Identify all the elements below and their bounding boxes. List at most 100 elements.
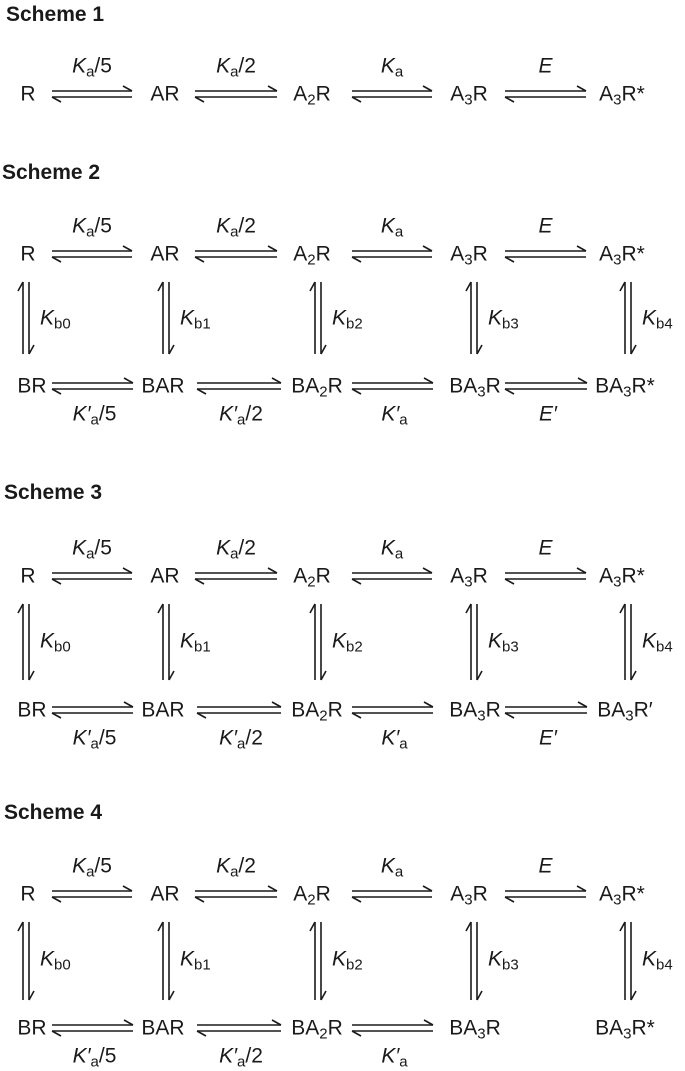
rate-constant-label: K′a/5	[73, 728, 117, 752]
binding-constant-label: Kb0	[40, 949, 71, 973]
equilibrium-arrow-horizontal	[351, 1019, 434, 1037]
reverse-arrow-head	[51, 256, 62, 263]
up-arrow-head	[309, 921, 316, 932]
reverse-arrow-head	[194, 896, 205, 903]
forward-arrow-head	[577, 377, 588, 384]
equilibrium-arrow-vertical	[157, 603, 175, 681]
reverse-arrow-head	[194, 256, 205, 263]
binding-constant-label: Kb1	[180, 947, 211, 973]
rate-constant-subscript: a	[230, 63, 239, 81]
rate-constant-symbol: K	[332, 947, 347, 971]
down-arrow-head	[28, 990, 35, 1001]
up-arrow-head	[157, 921, 164, 932]
species-label: A3R*	[599, 242, 645, 269]
up-arrow-head	[309, 281, 316, 292]
rate-constant-label: Ka/2	[216, 214, 256, 240]
up-arrow-head	[17, 281, 24, 292]
rate-constant-subscript: a	[399, 735, 408, 753]
rate-constant-divisor: /5	[94, 214, 112, 238]
rate-constant-label: E	[538, 56, 552, 77]
equilibrium-arrow-horizontal	[51, 885, 133, 903]
rate-constant-label: K′a	[381, 404, 407, 428]
forward-arrow-head	[267, 567, 278, 574]
down-arrow-head	[320, 670, 327, 681]
forward-arrow-head	[267, 885, 278, 892]
rate-constant-symbol: K	[180, 947, 195, 971]
forward-arrow-head	[576, 567, 587, 574]
rate-constant-subscript: b4	[656, 956, 673, 974]
down-arrow-head	[630, 344, 637, 355]
binding-constant-label: Kb4	[642, 308, 673, 332]
up-arrow-head	[157, 603, 164, 614]
equilibrium-arrow-vertical	[17, 921, 35, 1001]
species-label: A2R	[293, 82, 331, 109]
rate-constant-symbol: K	[72, 536, 87, 560]
rate-constant-label: Ka	[381, 56, 403, 80]
forward-arrow-head	[422, 885, 433, 892]
equilibrium-arrow-horizontal	[51, 377, 134, 395]
species-label: R	[20, 564, 36, 588]
equilibrium-arrow-horizontal	[196, 1019, 282, 1037]
reverse-arrow-head	[351, 1030, 362, 1037]
up-arrow-head	[619, 281, 626, 292]
equilibrium-arrow-horizontal	[504, 701, 588, 719]
rate-constant-subscript: b0	[54, 956, 71, 974]
up-arrow-head	[465, 603, 472, 614]
rate-constant-label: E	[538, 538, 552, 559]
rate-constant-symbol: K	[72, 854, 87, 878]
rate-constant-symbol: K′	[219, 726, 238, 750]
species-label: R	[20, 82, 36, 106]
rate-constant-symbol: K	[332, 306, 347, 330]
rate-constant-label: Ka/5	[72, 854, 112, 880]
equilibrium-arrow-horizontal	[504, 377, 588, 395]
down-arrow-head	[168, 344, 175, 355]
species-label: BA3R	[449, 1016, 501, 1043]
equilibrium-arrow-horizontal	[194, 85, 278, 103]
equilibrium-arrow-vertical	[17, 281, 35, 355]
equilibrium-arrow-vertical	[157, 921, 175, 1001]
equilibrium-arrow-horizontal	[351, 701, 434, 719]
down-arrow-head	[476, 344, 483, 355]
rate-constant-symbol: E	[538, 854, 553, 878]
forward-arrow-head	[123, 1019, 134, 1026]
down-arrow-head	[476, 670, 483, 681]
rate-constant-subscript: b3	[502, 638, 519, 656]
rate-constant-subscript: b1	[194, 956, 211, 974]
binding-constant-label: Kb4	[642, 949, 673, 973]
rate-constant-symbol: K	[180, 306, 195, 330]
rate-constant-label: K′a	[381, 728, 407, 752]
equilibrium-arrow-horizontal	[194, 885, 278, 903]
rate-constant-symbol: K	[40, 629, 55, 653]
species-label: BAR	[141, 698, 185, 722]
rate-constant-symbol: K′	[219, 1044, 238, 1068]
rate-constant-symbol: K	[72, 214, 87, 238]
rate-constant-subscript: b2	[346, 638, 363, 656]
forward-arrow-head	[122, 567, 133, 574]
species-label: AR	[150, 882, 180, 906]
rate-constant-subscript: a	[237, 735, 246, 753]
reverse-arrow-head	[51, 712, 62, 719]
forward-arrow-head	[423, 377, 434, 384]
species-label: BR	[17, 698, 47, 722]
forward-arrow-head	[423, 701, 434, 708]
rate-constant-divisor: /2	[238, 214, 256, 238]
rate-constant-label: Ka/2	[216, 56, 256, 80]
reverse-arrow-head	[51, 896, 62, 903]
down-arrow-head	[630, 990, 637, 1001]
binding-constant-label: Kb0	[40, 308, 71, 332]
binding-constant-label: Kb1	[180, 306, 211, 332]
equilibrium-arrow-vertical	[157, 281, 175, 355]
rate-constant-subscript: b3	[502, 315, 519, 333]
up-arrow-head	[309, 603, 316, 614]
reverse-arrow-head	[351, 896, 362, 903]
rate-constant-divisor: /2	[238, 536, 256, 560]
rate-constant-subscript: b0	[54, 315, 71, 333]
reverse-arrow-head	[196, 1030, 207, 1037]
forward-arrow-head	[271, 377, 282, 384]
rate-constant-subscript: a	[394, 863, 404, 881]
species-label: BAR	[141, 1016, 185, 1040]
species-label: AR	[150, 82, 180, 106]
up-arrow-head	[619, 921, 626, 932]
down-arrow-head	[320, 990, 327, 1001]
reverse-arrow-head	[351, 578, 362, 585]
